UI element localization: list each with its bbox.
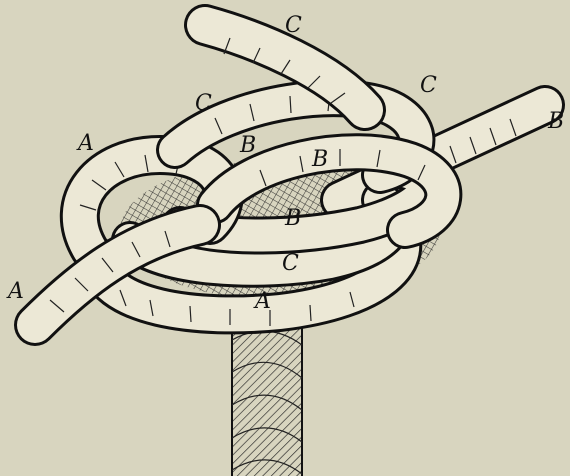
standing-rope: [232, 320, 302, 476]
label-c-top: C: [285, 13, 302, 38]
label-c-upper-right: C: [420, 73, 437, 98]
label-c-inner: C: [282, 251, 299, 276]
label-b-top: B: [239, 133, 256, 158]
label-a-bottom: A: [253, 289, 271, 314]
label-b-mid: B: [311, 147, 328, 172]
label-a-top: A: [76, 131, 94, 156]
label-b-right: B: [547, 109, 564, 134]
label-c-upper-left: C: [195, 91, 212, 116]
label-b-inner: B: [284, 206, 301, 231]
label-a-left: A: [6, 279, 24, 304]
